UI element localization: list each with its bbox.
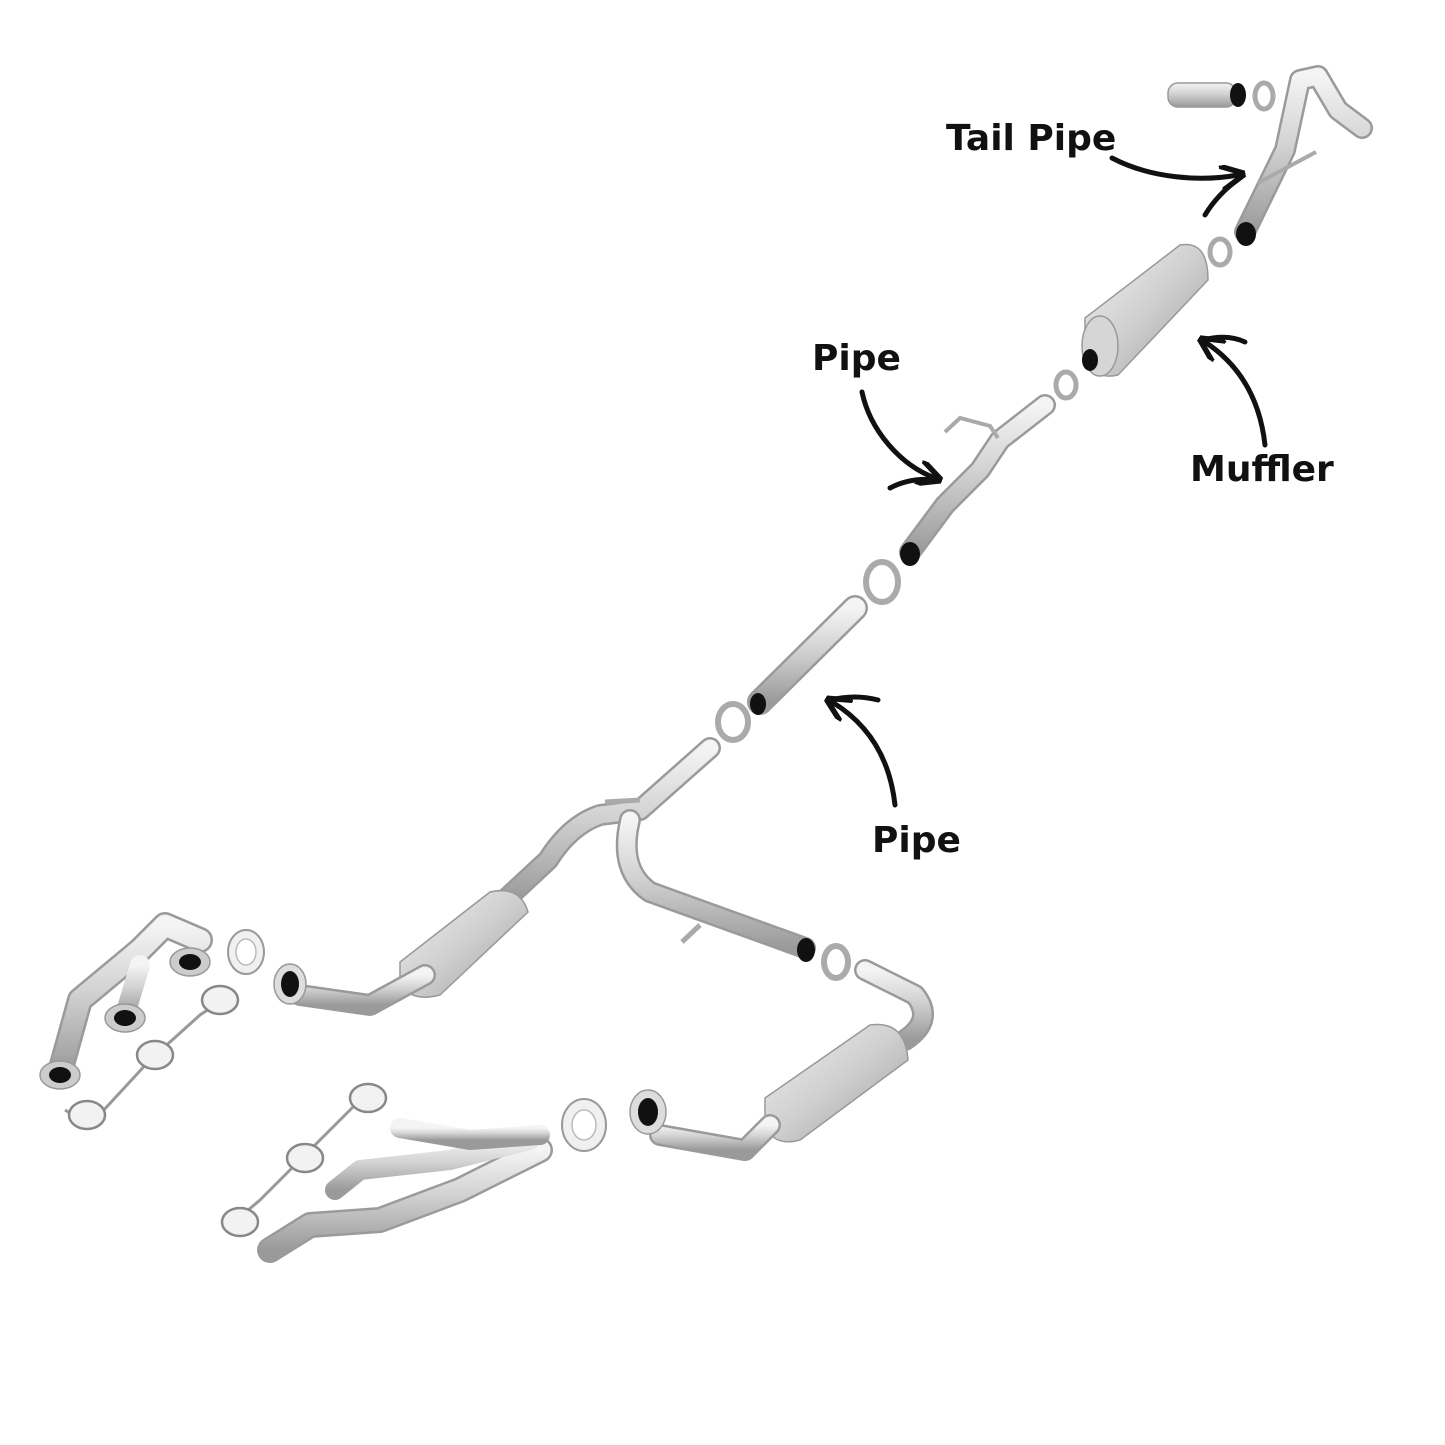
tail-pipe-label: Tail Pipe [946,118,1117,159]
pipe-lower-arrow-tick [827,694,881,703]
tail-pipe-arrow-tick [1202,175,1243,218]
manifold-gasket-left [64,984,240,1131]
tail-pipe [1234,65,1373,246]
intermediate-pipe-lower [747,595,868,715]
muffler [1081,243,1209,377]
muffler-label: Muffler [1190,449,1334,490]
catalytic-converter-right [629,959,934,1161]
catalytic-converter-left [273,889,529,1016]
pipe-upper-arrow [859,389,935,478]
clamp-muffler [1053,369,1079,401]
clamp-tail [1207,236,1233,268]
muffler-arrow [1205,342,1268,448]
header-right [257,1118,553,1263]
clamp-y-pipe [821,943,851,981]
pipe-upper-label: Pipe [812,338,901,379]
manifold-gasket-right [220,1082,388,1238]
pipe-lower-label: Pipe [872,820,961,861]
clamp-upper-pipe [863,559,901,605]
tail-pipe-arrow [1109,155,1238,178]
pipe-lower-arrow [832,702,898,808]
clamp-tip [1252,80,1276,112]
header-left [39,912,213,1090]
flange-gasket-right [561,1098,607,1152]
pipe-upper-arrow-tick [887,476,940,491]
y-pipe [494,737,816,962]
muffler-arrow-tick [1200,334,1248,345]
flange-gasket-left [227,929,265,975]
intermediate-pipe-upper [899,394,1056,566]
clamp-lower-pipe [715,701,751,743]
exhaust-tip [1167,82,1246,108]
